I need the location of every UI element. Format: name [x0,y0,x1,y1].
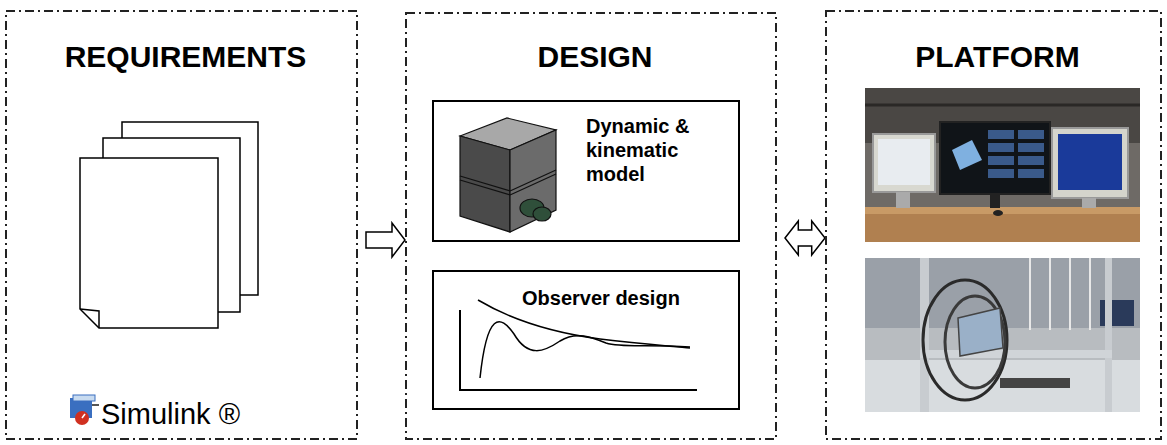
document-stack [80,122,258,328]
observer-box: Observer design [432,270,740,410]
block-arrow [366,223,405,257]
workstation-photo [865,88,1140,242]
model-box: Dynamic & kinematic model [432,100,740,242]
box-label: Observer design [522,286,722,310]
panel-title: PLATFORM [825,40,1167,74]
dash-dot-border [825,10,1167,440]
tool-name: Simulink ® [101,398,240,431]
panel-title: REQUIREMENTS [5,40,366,74]
border-rect [406,13,776,439]
box-label: Dynamic & kinematic model [586,114,731,186]
observer-plot [460,300,697,390]
dash-dot-border [5,10,366,440]
panel-title: DESIGN [405,40,785,74]
requirements-panel: REQUIREMENTS Simulink ® [5,10,366,440]
test-rig-photo [865,258,1140,412]
design-panel: DESIGN Dynamic & kinematic modelObserver … [405,12,785,440]
border-rect [6,11,357,439]
block-arrow [785,221,825,255]
platform-panel: PLATFORM [825,10,1167,440]
border-rect [826,11,1161,439]
simulink-icon [70,395,99,425]
dash-dot-border [405,12,785,440]
cube-model [460,118,556,232]
